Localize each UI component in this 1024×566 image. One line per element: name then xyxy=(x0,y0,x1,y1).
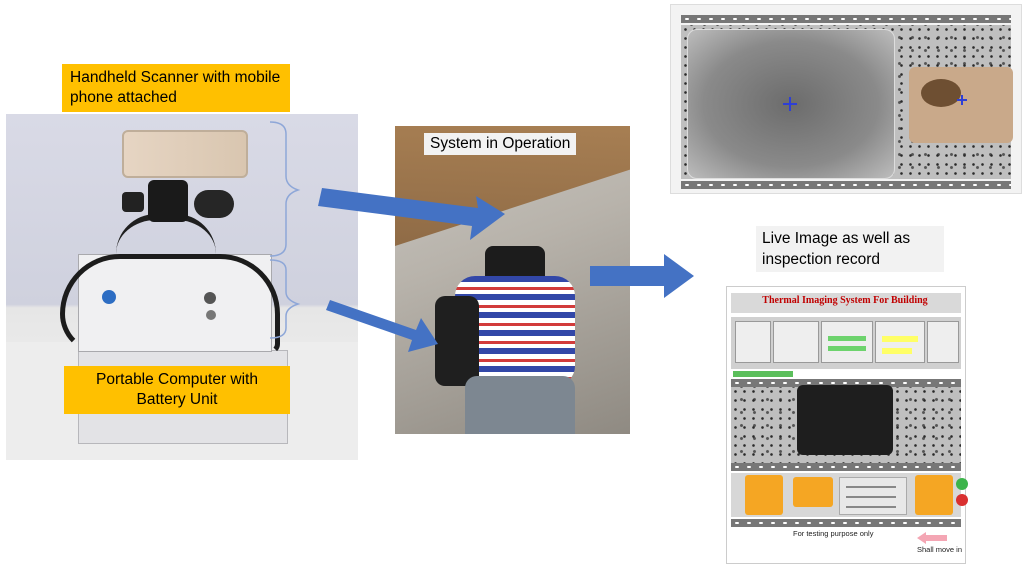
power-icon[interactable] xyxy=(956,494,968,506)
slider-panel[interactable] xyxy=(839,477,907,515)
action-buttons[interactable] xyxy=(733,371,793,377)
thermal-camera xyxy=(148,180,188,222)
callout-computer: Portable Computer with Battery Unit xyxy=(64,366,290,414)
refresh-icon[interactable] xyxy=(956,478,968,490)
measure-box[interactable] xyxy=(875,321,925,363)
callout-scanner: Handheld Scanner with mobile phone attac… xyxy=(62,64,290,112)
title-bar xyxy=(731,293,961,313)
crosshair-small-icon xyxy=(957,95,967,105)
computer-bracket xyxy=(269,259,301,339)
system-in-operation-text: System in Operation xyxy=(430,135,571,152)
adjust-panel[interactable] xyxy=(793,477,833,507)
control-panel xyxy=(731,473,961,517)
label-live-image: Live Image as well as inspection record xyxy=(756,226,944,272)
cable xyxy=(60,254,280,354)
pink-arrow-icon xyxy=(917,531,947,544)
site-box[interactable] xyxy=(773,321,819,363)
arrow-scanner-to-operation xyxy=(318,188,505,240)
film-strip-upper xyxy=(731,379,961,387)
arrow-computer-to-operation xyxy=(326,300,438,352)
status-box[interactable] xyxy=(927,321,959,363)
film-strip-top xyxy=(681,15,1011,23)
crosshair-icon xyxy=(783,97,797,111)
info-panel xyxy=(731,317,961,369)
mode-box[interactable] xyxy=(735,321,771,363)
software-title: Thermal Imaging System For Building xyxy=(762,295,928,306)
stain-patch xyxy=(921,79,961,107)
record-box[interactable] xyxy=(821,321,873,363)
arrow-to-live-image xyxy=(590,254,694,298)
camera-lens xyxy=(194,190,234,218)
live-image-view xyxy=(797,385,893,455)
scanner-bracket xyxy=(269,121,301,257)
save-panel[interactable] xyxy=(915,475,953,515)
film-strip-bottom2 xyxy=(731,519,961,527)
visual-view xyxy=(909,67,1013,143)
mobile-phone xyxy=(122,130,248,178)
brackets xyxy=(269,121,301,339)
caption-text: For testing purpose only xyxy=(793,529,874,538)
film-strip-lower xyxy=(731,463,961,471)
software-screenshot: Thermal Imaging System For Building For … xyxy=(726,286,966,564)
light-unit xyxy=(122,192,144,212)
film-strip-bottom xyxy=(681,181,1011,189)
phone-screenshot xyxy=(670,4,1022,194)
backpack xyxy=(435,296,479,386)
trousers xyxy=(465,376,575,434)
live-image-text: Live Image as well as inspection record xyxy=(762,230,911,268)
shall-move-text: Shall move in xyxy=(917,545,963,554)
callout-computer-text: Portable Computer with Battery Unit xyxy=(96,371,258,408)
power-button-icon xyxy=(204,292,216,304)
charge-port-icon xyxy=(206,310,216,320)
capture-panel[interactable] xyxy=(745,475,783,515)
callout-scanner-text: Handheld Scanner with mobile phone attac… xyxy=(70,69,281,106)
label-system-in-operation: System in Operation xyxy=(424,133,577,155)
